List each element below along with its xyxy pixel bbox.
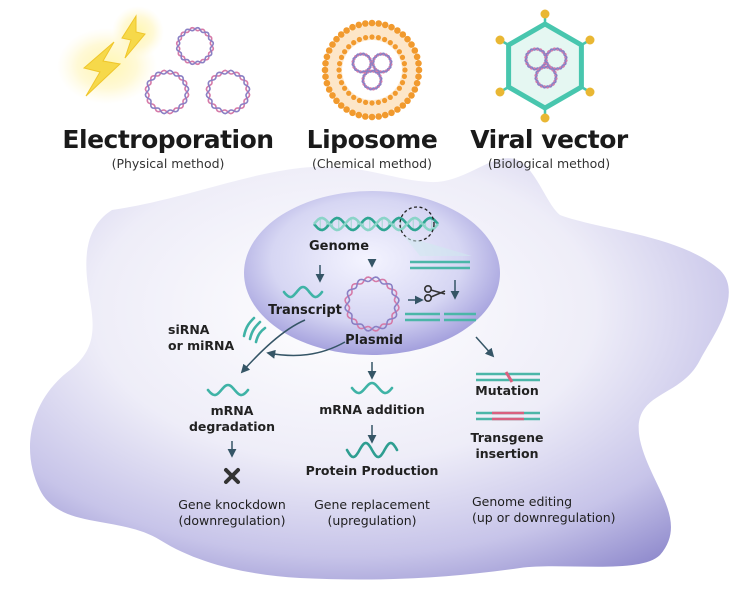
plasmid-icon: [544, 47, 568, 71]
label-mrna-addition: mRNA addition: [319, 402, 425, 417]
result-knockdown-line1: Gene knockdown: [178, 497, 286, 512]
label-sirna: siRNA: [168, 322, 210, 337]
label-plasmid: Plasmid: [345, 333, 403, 348]
result-replacement-line2: (upregulation): [327, 513, 417, 528]
zoom-wedge: [404, 236, 472, 256]
method-type-electroporation: (Physical method): [111, 156, 225, 171]
plasmid-icon: [175, 26, 215, 66]
label-genome: Genome: [308, 239, 370, 254]
pathway-arrows: [227, 258, 495, 458]
plasmid-icon: [144, 69, 190, 115]
label-insertion: insertion: [475, 446, 539, 461]
method-type-viral-vector: (Biological method): [487, 156, 611, 171]
rna-strand-icon: [206, 383, 250, 397]
rna-strand-icon: [345, 441, 399, 459]
label-transcript: Transcript: [268, 303, 342, 318]
method-name-electroporation: Electroporation: [62, 125, 274, 154]
label-degradation: degradation: [188, 419, 276, 434]
method-name-viral-vector: Viral vector: [470, 125, 628, 154]
plasmid-icon: [371, 52, 393, 74]
label-mutation: Mutation: [475, 383, 539, 398]
result-knockdown-line2: (downregulation): [178, 513, 286, 528]
rna-strand-icon: [350, 381, 394, 395]
zoom-circle: [399, 206, 435, 242]
plasmid-icon: [534, 65, 558, 89]
dna-fragment-icons: [405, 260, 540, 421]
nucleus: [244, 191, 500, 355]
result-replacement-line1: Gene replacement: [314, 497, 430, 512]
result-editing-line1: Genome editing: [472, 494, 573, 509]
label-mirna: or miRNA: [168, 338, 235, 353]
sirna-icon: [242, 316, 267, 344]
plasmid-icon: [205, 69, 251, 115]
label-protein-production: Protein Production: [305, 463, 439, 478]
plasmid-icon: [344, 276, 400, 332]
x-mark-icon: [224, 468, 240, 484]
label-mrna: mRNA: [210, 403, 254, 418]
lightning-icon: [57, 6, 164, 104]
method-name-liposome: Liposome: [306, 125, 438, 154]
scissors-icon: [423, 284, 446, 302]
rna-strand-icon: [282, 285, 324, 299]
method-type-liposome: (Chemical method): [312, 156, 432, 171]
label-transgene: Transgene: [470, 430, 544, 445]
result-editing-line2: (up or downregulation): [472, 510, 616, 525]
plasmid-icon: [361, 69, 383, 91]
cell-membrane: [30, 158, 729, 580]
